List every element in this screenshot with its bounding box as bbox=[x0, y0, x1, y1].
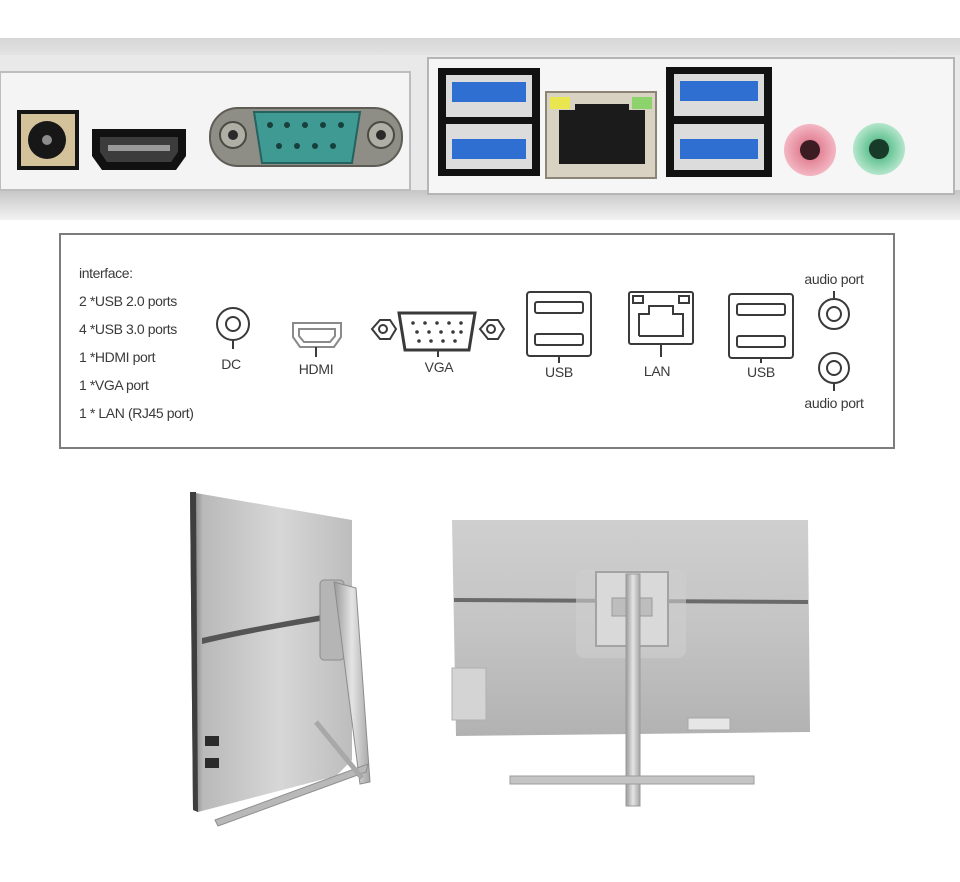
usb-right-label: USB bbox=[747, 364, 775, 380]
interface-spec-list: 2 *USB 2.0 ports 4 *USB 3.0 ports 1 *HDM… bbox=[79, 287, 194, 427]
audio-port-top-label: audio port bbox=[804, 271, 864, 287]
serial-port-photo bbox=[209, 107, 403, 167]
dc-label: DC bbox=[221, 356, 241, 372]
usb-left-label: USB bbox=[545, 364, 573, 380]
lan-port-photo bbox=[545, 91, 657, 179]
interface-diagram-panel: interface: 2 *USB 2.0 ports 4 *USB 3.0 p… bbox=[59, 233, 895, 449]
hdmi-port-icon bbox=[292, 322, 342, 357]
spec-item: 4 *USB 3.0 ports bbox=[79, 321, 177, 337]
usb-pair-right-icon bbox=[728, 293, 794, 363]
lan-label: LAN bbox=[643, 363, 671, 379]
spec-item: 2 *USB 2.0 ports bbox=[79, 293, 177, 309]
hdmi-label: HDMI bbox=[298, 361, 334, 377]
monitor-side-view bbox=[190, 492, 371, 827]
audio-port-bottom-icon bbox=[818, 352, 850, 391]
line-out-jack-photo bbox=[853, 123, 905, 175]
usb3-stack-left-photo bbox=[438, 68, 540, 176]
rear-io-photo bbox=[0, 0, 960, 220]
spec-item: 1 *VGA port bbox=[79, 377, 149, 393]
mic-jack-photo bbox=[784, 124, 836, 176]
product-rear-views bbox=[190, 492, 810, 827]
usb-pair-left-icon bbox=[526, 291, 592, 363]
dc-jack-photo bbox=[17, 110, 79, 170]
lan-port-icon bbox=[628, 291, 694, 357]
audio-port-bottom-label: audio port bbox=[804, 395, 864, 411]
hdmi-port-photo bbox=[92, 129, 186, 170]
spec-item: 1 *HDMI port bbox=[79, 349, 156, 365]
dc-jack-icon bbox=[216, 307, 250, 349]
vga-port-icon bbox=[370, 311, 506, 357]
vga-label: VGA bbox=[424, 359, 454, 375]
spec-item: 1 * LAN (RJ45 port) bbox=[79, 405, 194, 421]
audio-port-top-icon bbox=[818, 291, 850, 330]
interface-title: interface: bbox=[79, 265, 133, 281]
usb3-stack-right-photo bbox=[666, 67, 772, 177]
monitor-back-view bbox=[451, 520, 810, 807]
